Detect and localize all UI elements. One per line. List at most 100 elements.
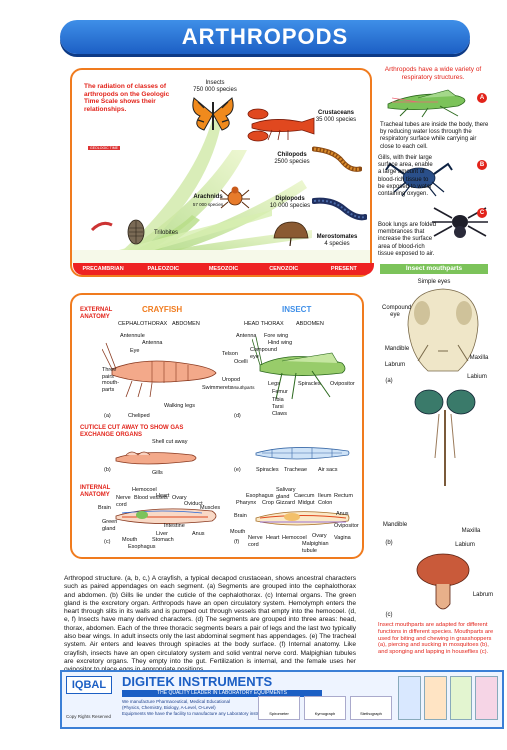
shell-cut-label: Shell cut away: [152, 439, 188, 445]
product-spirometer-label: Spirometer: [269, 711, 289, 716]
diplopods-label: Diplopods 10 000 species: [268, 196, 312, 210]
mosquito-head-illustration: [414, 389, 476, 486]
mouthparts-title: Insect mouthparts: [380, 264, 488, 274]
era-present: PRESENT: [330, 266, 357, 272]
insect-label-tibia: Tibia: [272, 397, 284, 403]
insects-name: Insects: [205, 80, 225, 86]
merostomates-label: Merostomates 4 species: [310, 234, 364, 248]
panel-d-anatomy: (d): [234, 413, 241, 419]
labium-label: Labium: [467, 374, 487, 380]
footer-banner: IQBAL DIGITEK INSTRUMENTS THE QUALITY LE…: [60, 670, 504, 729]
crayfish-label-antennule: Antennule: [120, 333, 145, 339]
thumbnail-4: [475, 676, 498, 720]
insect-int-pharynx: Pharynx: [236, 500, 257, 506]
panel-c-anatomy: (c): [104, 539, 111, 545]
insect-int-rectum: Rectum: [334, 493, 353, 499]
simple-eyes-label: Simple eyes: [417, 279, 451, 285]
crayfish-int-heart: Heart: [156, 493, 170, 499]
panel-a-anatomy: (a): [104, 413, 111, 419]
crayfish-int-oviduct: Oviduct: [184, 501, 203, 507]
panel-b-label: (b): [385, 540, 393, 546]
insect-int-gizzard: Gizzard: [276, 500, 295, 506]
arachnids-count: 57 000 species: [192, 202, 224, 207]
insect-label-fore-wing: Fore wing: [264, 333, 289, 339]
insect-int-brain: Brain: [234, 513, 247, 519]
crayfish-internal-illustration: [115, 508, 217, 524]
crayfish-int-brain: Brain: [98, 505, 111, 511]
insect-int-hemocoel: Hemocoel: [282, 535, 307, 541]
crustaceans-name: Crustaceans: [317, 110, 355, 116]
insect-label-hind-wing: Hind wing: [268, 340, 293, 346]
crayfish-int-mouth: Mouth: [122, 537, 138, 543]
insect-label-mouthparts: Mouthparts: [232, 385, 255, 390]
cephalothorax-label: CEPHALOTHORAX: [118, 321, 168, 327]
crayfish-label-uropod: Uropod: [222, 377, 241, 383]
crayfish-heading: CRAYFISH: [142, 305, 183, 314]
product-stethograph: Stethograph: [350, 696, 392, 720]
crustaceans-label: Crustaceans 35 000 species: [308, 110, 364, 124]
insect-int-colon: Colon: [318, 500, 333, 506]
crayfish-int-intestine: Intestine: [164, 523, 185, 529]
insect-int-heart: Heart: [266, 535, 280, 541]
crayfish-gills-illustration: [115, 451, 197, 465]
respiratory-b-text: Gills, with their large surface area, en…: [378, 155, 433, 198]
insect-int-crop: Crop: [262, 500, 274, 506]
brand-logo: IQBAL: [66, 676, 112, 694]
company-name: DIGITEK INSTRUMENTS: [122, 674, 273, 689]
chilopods-label: Chilopods 2500 species: [270, 152, 314, 166]
thumbnail-2: [423, 676, 447, 720]
centipede-illustration: [312, 146, 362, 172]
mouthparts-caption: Insect mouthparts are adapted for differ…: [378, 622, 494, 656]
insect-int-mouth: Mouth: [230, 529, 246, 535]
grasshopper-external-illustration: [252, 336, 346, 400]
mandible2-label: Mandible: [382, 522, 408, 528]
anatomy-panel: EXTERNAL ANATOMY CRAYFISH INSECT CEPHALO…: [70, 293, 364, 559]
respiratory-a-text: Tracheal tubes are inside the body, ther…: [380, 122, 489, 150]
crayfish-external-illustration: [102, 342, 217, 398]
crayfish-label-walking-legs: Walking legs: [164, 403, 195, 409]
crayfish-label-telson: Telson: [222, 351, 238, 357]
insect-label-ocelli: Ocelli: [234, 359, 248, 365]
footer-line-2: (Physics, Chemistry, Biology, A-Level, O…: [122, 705, 216, 710]
crayfish-int-esophagus: Esophagus: [128, 544, 156, 550]
insect-label-tarsi: Tarsi: [272, 404, 284, 410]
millipede-illustration: [312, 197, 367, 221]
insect-trachea-illustration: [255, 447, 350, 460]
radiation-intro: The radiation of classes of arthropods o…: [84, 83, 170, 113]
chilopods-name: Chilopods: [277, 152, 307, 158]
respiratory-c-text: Book lungs are folded membrances that in…: [378, 222, 437, 257]
grasshopper-head-illustration: [407, 288, 479, 372]
diplopods-count: 10 000 species: [269, 203, 311, 209]
product-kymograph-label: Kymograph: [314, 711, 336, 716]
era-paleozoic: PALEOZOIC: [147, 266, 180, 272]
insect-label-compound-eye: Compound eye: [250, 347, 277, 360]
insect-label-spiracles: Spiracles: [298, 381, 321, 387]
insect-int-salivary: Salivary gland: [276, 487, 296, 500]
arachnids-name: Arachnids: [193, 194, 223, 200]
crayfish-int-muscles: Muscles: [200, 505, 221, 511]
insect-int-ovary: Ovary: [312, 533, 327, 539]
crayfish-int-blood-vessels: Blood vessels: [134, 495, 168, 501]
cutaway-title: CUTICLE CUT AWAY TO SHOW GAS EXCHANGE OR…: [80, 425, 184, 438]
copyright-text: Copy Rights Reserved: [66, 714, 112, 719]
badge-b: B: [477, 160, 487, 170]
crab-illustration: [385, 162, 453, 197]
crayfish-int-green-gland: Green gland: [102, 519, 118, 532]
head-thorax-label: HEAD THORAX: [244, 321, 284, 327]
gills-label: Gills: [152, 470, 163, 476]
insect-heading: INSECT: [282, 305, 312, 314]
crayfish-label-cheliped: Cheliped: [128, 413, 150, 419]
era-mesozoic: MESOZOIC: [208, 266, 239, 272]
merostomates-name: Merostomates: [316, 234, 358, 240]
respiratory-title: Arthropods have a wide variety of respir…: [384, 66, 482, 81]
grasshopper-small-illustration: [387, 89, 466, 118]
thumbnail-1: [398, 676, 421, 720]
insect-label-femur: Femur: [272, 389, 288, 395]
trilobite-illustration: [127, 219, 145, 245]
external-anatomy-title: EXTERNAL ANATOMY: [80, 307, 113, 320]
panel-b-anatomy: (b): [104, 467, 111, 473]
panel-e-anatomy: (e): [234, 467, 241, 473]
spider-illustration: [220, 186, 250, 209]
product-thumbnails: [398, 676, 498, 720]
product-stethograph-label: Stethograph: [360, 711, 382, 716]
